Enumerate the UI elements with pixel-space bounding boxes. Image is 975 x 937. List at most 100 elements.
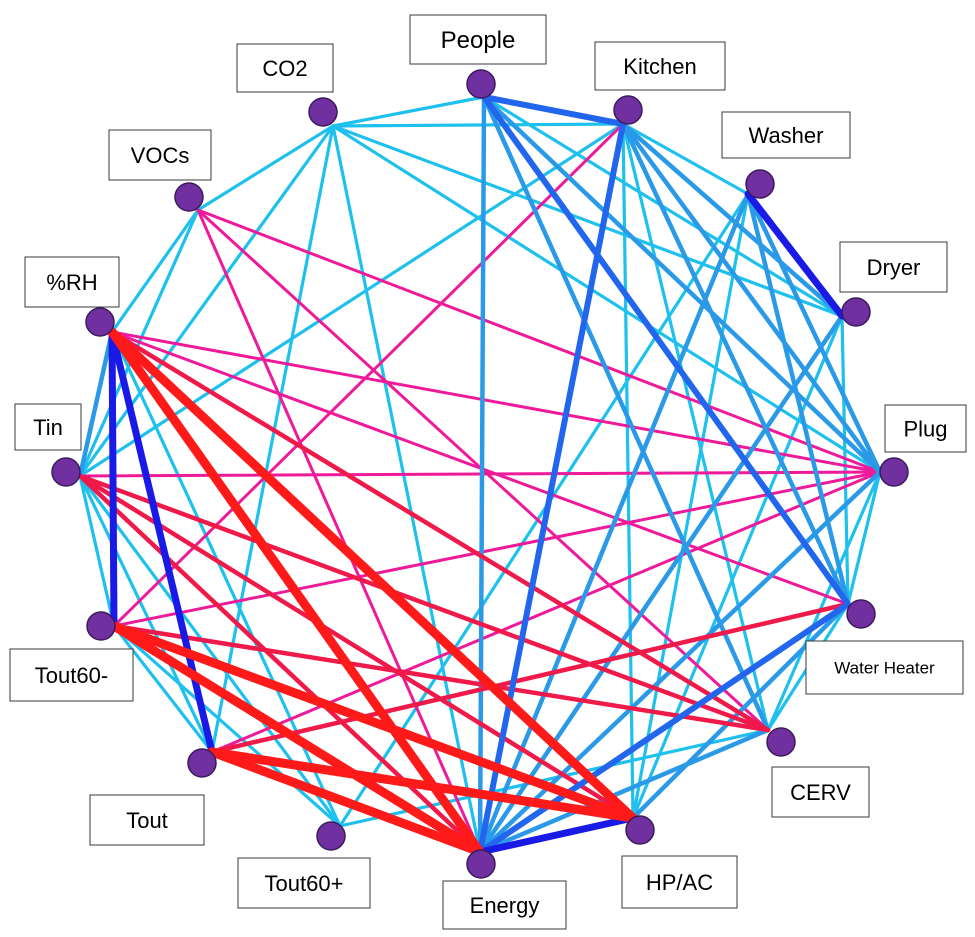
label-box-plug (884, 404, 967, 453)
label-text-co2: CO2 (262, 56, 307, 81)
edge-plug-water_heater (846, 470, 882, 606)
edge-co2-tin (78, 124, 335, 478)
edge-co2-tout (210, 124, 335, 754)
edge-co2-plug (331, 124, 882, 474)
node-tout60m (86, 611, 116, 641)
label-box-dryer (839, 241, 948, 293)
edge-people-kitchen (481, 94, 626, 127)
edge-washer-dryer (744, 190, 846, 320)
label-box-tout (89, 794, 205, 846)
label-text-rh: %RH (46, 270, 97, 295)
label-vocs: VOCs (108, 129, 212, 181)
nodes-layer (51, 69, 909, 879)
edge-tout60p-tout60m (112, 624, 342, 828)
edge-dryer-hpac (631, 314, 844, 820)
node-tout60p (316, 821, 346, 851)
label-water_heater: Water Heater (805, 640, 964, 695)
label-people: People (409, 14, 547, 65)
label-text-cerv: CERV (790, 780, 851, 805)
edge-tin-rh (77, 329, 115, 479)
label-box-people (409, 14, 547, 65)
edge-people-energy (477, 94, 487, 855)
node-tout (187, 748, 217, 778)
label-text-people: People (441, 27, 516, 54)
edge-kitchen-water_heater (620, 121, 851, 607)
edge-co2-kitchen (331, 122, 625, 128)
edge-hpac-tout (207, 747, 638, 823)
label-text-vocs: VOCs (131, 143, 190, 168)
edge-hpac-tin (77, 473, 636, 821)
node-hpac (625, 815, 655, 845)
node-cerv (766, 727, 796, 757)
edge-cerv-rh (109, 329, 771, 733)
edge-kitchen-hpac (621, 122, 635, 820)
label-box-tin (14, 403, 82, 451)
edge-energy-rh (107, 327, 485, 857)
edge-co2-people (331, 95, 486, 128)
edge-kitchen-energy (477, 121, 626, 855)
node-washer (745, 169, 775, 199)
node-kitchen (613, 95, 643, 125)
edge-co2-vocs (196, 124, 335, 212)
edge-washer-water_heater (745, 191, 851, 607)
label-text-washer: Washer (749, 123, 824, 148)
label-co2: CO2 (236, 43, 334, 93)
node-dryer (841, 297, 871, 327)
edge-washer-tout60p (338, 192, 750, 828)
edge-energy-tout (207, 747, 485, 857)
label-box-kitchen (594, 41, 726, 91)
label-energy: Energy (442, 880, 567, 930)
label-tout60m: Tout60- (9, 648, 134, 702)
label-text-tin: Tin (33, 415, 63, 440)
label-box-cerv (771, 766, 870, 818)
edge-people-water_heater (481, 94, 851, 607)
label-box-co2 (236, 43, 334, 93)
edge-hpac-energy (476, 814, 637, 856)
edge-cerv-tin (77, 473, 771, 733)
label-text-tout: Tout (126, 808, 168, 833)
label-tout60p: Tout60+ (237, 857, 371, 909)
label-box-energy (442, 880, 567, 930)
edge-vocs-rh (110, 208, 200, 334)
edge-cerv-energy (477, 727, 771, 855)
label-box-rh (24, 256, 120, 308)
label-text-energy: Energy (470, 893, 540, 918)
edge-kitchen-tout60m (112, 122, 625, 628)
edge-kitchen-washer (621, 122, 750, 196)
edge-water_heater-energy (477, 601, 851, 855)
node-water_heater (846, 599, 876, 629)
edge-cerv-tout60m (111, 623, 771, 733)
edge-washer-hpac (631, 192, 750, 820)
label-box-hpac (621, 855, 738, 909)
edge-co2-energy (331, 124, 482, 854)
label-box-water_heater (805, 640, 964, 695)
edge-plug-vocs (196, 208, 882, 474)
edge-washer-plug (745, 191, 883, 475)
label-text-tout60p: Tout60+ (265, 871, 344, 896)
edge-kitchen-dryer (620, 121, 845, 319)
node-vocs (174, 182, 204, 212)
label-washer: Washer (721, 111, 851, 159)
label-hpac: HP/AC (621, 855, 738, 909)
node-tin (51, 457, 81, 487)
edge-tout60m-tin (78, 474, 116, 628)
edge-tout60m-rh (108, 328, 118, 630)
edge-plug-tout60m (112, 470, 882, 628)
edge-hpac-rh (107, 327, 638, 823)
label-text-plug: Plug (903, 416, 947, 441)
edge-kitchen-plug (620, 121, 883, 475)
label-box-vocs (108, 129, 212, 181)
node-rh (85, 307, 115, 337)
label-dryer: Dryer (839, 241, 948, 293)
edges-layer (77, 94, 883, 857)
edge-people-plug (481, 94, 883, 475)
label-text-tout60m: Tout60- (35, 663, 108, 688)
label-cerv: CERV (771, 766, 870, 818)
label-text-dryer: Dryer (867, 255, 921, 280)
label-tout: Tout (89, 794, 205, 846)
label-tin: Tin (14, 403, 82, 451)
label-box-tout60p (237, 857, 371, 909)
node-co2 (308, 97, 338, 127)
